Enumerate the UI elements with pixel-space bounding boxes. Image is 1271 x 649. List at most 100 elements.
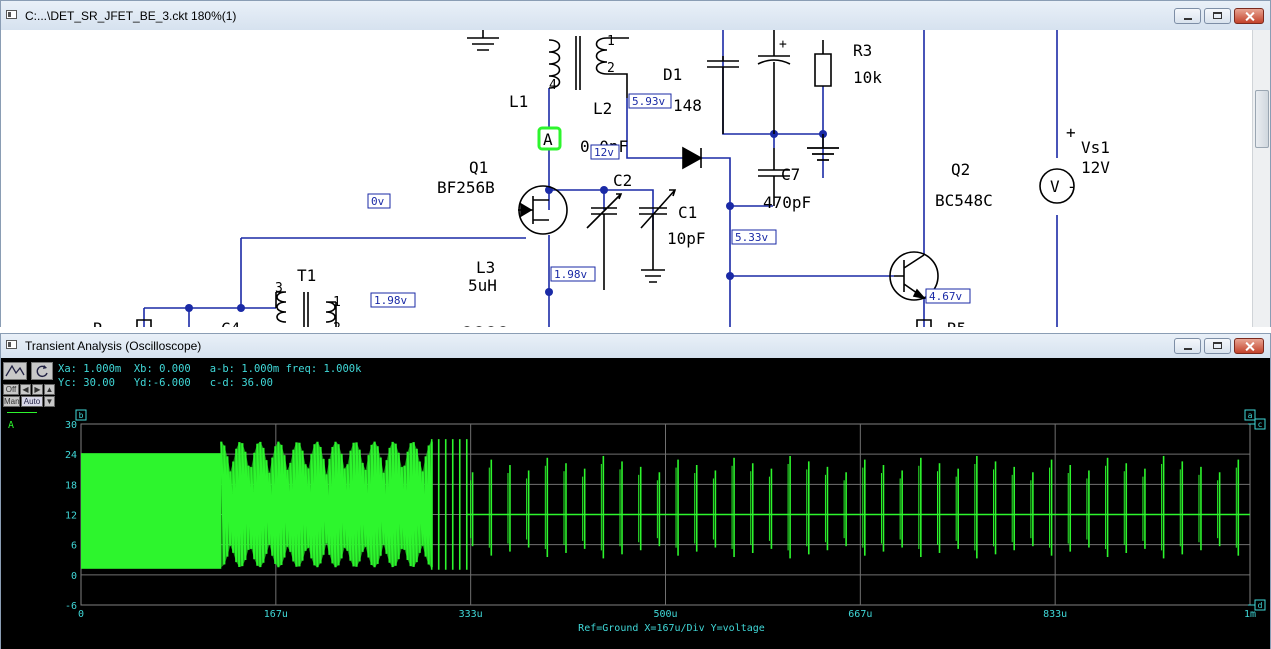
voltage-label: 12v bbox=[590, 144, 620, 160]
y-tick-label: 12 bbox=[65, 511, 77, 522]
x-tick-label: 1m bbox=[1244, 609, 1256, 620]
label-r3: R3 bbox=[853, 41, 872, 60]
label-vs1-minus: - bbox=[1067, 177, 1077, 196]
y-tick-label: 18 bbox=[65, 480, 77, 491]
off-button[interactable]: Off bbox=[3, 384, 19, 395]
maximize-button[interactable] bbox=[1204, 338, 1231, 354]
label-q2: Q2 bbox=[951, 160, 970, 179]
arrow-left-icon: ◀ bbox=[22, 385, 29, 394]
label-q1: Q1 bbox=[469, 158, 488, 177]
vertical-scrollbar[interactable] bbox=[1252, 30, 1270, 327]
cursor-c-marker-label: c bbox=[1258, 420, 1263, 429]
voltage-label: 4.67v bbox=[925, 288, 971, 304]
x-tick-label: 333u bbox=[459, 609, 483, 620]
window-system-icon[interactable] bbox=[6, 340, 17, 349]
svg-text:0v: 0v bbox=[371, 195, 385, 208]
trace-legend-label: A bbox=[8, 420, 15, 431]
label-vs1-value: 12V bbox=[1081, 158, 1110, 177]
label-pin3: 3 bbox=[275, 281, 283, 296]
label-pin1a: 1 bbox=[607, 34, 615, 49]
x-tick-label: 833u bbox=[1043, 609, 1067, 620]
scrollbar-thumb[interactable] bbox=[1255, 90, 1269, 148]
label-c7: C7 bbox=[781, 165, 800, 184]
close-button[interactable] bbox=[1234, 8, 1264, 24]
auto-button[interactable]: Auto bbox=[21, 396, 43, 407]
auto-dropdown-button[interactable]: ▼ bbox=[44, 396, 55, 407]
waveform-icon bbox=[5, 364, 25, 377]
minimize-button[interactable] bbox=[1174, 8, 1201, 24]
x-tick-label: 167u bbox=[264, 609, 288, 620]
label-vs1-plus: + bbox=[1066, 123, 1076, 142]
voltage-label: 5.93v bbox=[628, 93, 672, 109]
svg-text:1.98v: 1.98v bbox=[554, 268, 587, 281]
oscilloscope-title: Transient Analysis (Oscilloscope) bbox=[25, 339, 202, 353]
cursor-a-marker[interactable] bbox=[1244, 409, 1256, 421]
circuit-diagram[interactable]: A L1 4 1 2 L2 D1 148 + R3 10k Q1 BF256B … bbox=[1, 30, 1253, 327]
arrow-up-icon: ▲ bbox=[45, 385, 54, 394]
schematic-titlebar[interactable]: C:...\DET_SR_JFET_BE_3.ckt 180%(1) bbox=[1, 1, 1270, 30]
maximize-button[interactable] bbox=[1204, 8, 1231, 24]
cursor-readout-line1: Xa: 1.000m Xb: 0.000 a-b: 1.000m freq: 1… bbox=[58, 363, 362, 375]
cursor-a-marker-label: a bbox=[1248, 411, 1253, 420]
label-l3: L3 bbox=[476, 258, 495, 277]
label-l1: L1 bbox=[509, 92, 528, 111]
schematic-title: C:...\DET_SR_JFET_BE_3.ckt 180%(1) bbox=[25, 9, 237, 23]
step-right-button[interactable]: ▶ bbox=[32, 384, 43, 395]
svg-text:5.33v: 5.33v bbox=[735, 231, 768, 244]
label-c7-value: 470pF bbox=[763, 193, 811, 212]
ground-symbols bbox=[807, 134, 839, 161]
label-c4: C4 bbox=[221, 319, 240, 327]
x-tick-label: 667u bbox=[848, 609, 872, 620]
step-left-button[interactable]: ◀ bbox=[20, 384, 31, 395]
label-q1-part: BF256B bbox=[437, 178, 495, 197]
y-tick-label: 6 bbox=[71, 541, 77, 552]
y-tick-label: -6 bbox=[65, 601, 77, 612]
oscilloscope-titlebar[interactable]: Transient Analysis (Oscilloscope) bbox=[1, 334, 1270, 358]
cursor-b-marker-label: b bbox=[79, 411, 84, 420]
label-c2: C2 bbox=[613, 171, 632, 190]
arrow-right-icon: ▶ bbox=[34, 385, 41, 394]
y-tick-label: 30 bbox=[65, 420, 77, 431]
oscilloscope-window[interactable]: Transient Analysis (Oscilloscope) Off ◀ … bbox=[0, 333, 1271, 649]
trace-legend-line bbox=[7, 412, 37, 413]
manual-button[interactable]: Man bbox=[3, 396, 20, 407]
svg-text:12v: 12v bbox=[594, 146, 614, 159]
close-button[interactable] bbox=[1234, 338, 1264, 354]
step-up-button[interactable]: ▲ bbox=[44, 384, 55, 395]
label-pin2a: 2 bbox=[607, 61, 615, 76]
minimize-button[interactable] bbox=[1174, 338, 1201, 354]
label-l2: L2 bbox=[593, 99, 612, 118]
trace-modulated-band bbox=[221, 441, 432, 568]
label-pin2b: 2 bbox=[333, 321, 341, 327]
refresh-button[interactable] bbox=[31, 362, 53, 380]
label-d1: D1 bbox=[663, 65, 682, 84]
y-tick-label: 24 bbox=[65, 450, 77, 461]
component-labels: L1 4 1 2 L2 D1 148 + R3 10k Q1 BF256B 0.… bbox=[93, 34, 1110, 327]
probe-label: A bbox=[543, 130, 553, 149]
schematic-window[interactable]: C:...\DET_SR_JFET_BE_3.ckt 180%(1) bbox=[0, 0, 1271, 327]
node-voltage-labels: 5.93v 12v 0v 1.98v 1.98v 5.33v 4.67v bbox=[367, 93, 971, 308]
scope-display[interactable]: Off ◀ ▶ ▲ Man Auto ▼ Xa: 1.000m Xb: 0.00… bbox=[1, 358, 1270, 649]
cursor-readout-line2: Yc: 30.00 Yd:-6.000 c-d: 36.00 bbox=[58, 377, 273, 389]
label-r5: R5 bbox=[947, 319, 966, 327]
window-system-icon[interactable] bbox=[6, 10, 17, 19]
label-q2-part: BC548C bbox=[935, 191, 993, 210]
label-r3-value: 10k bbox=[853, 68, 882, 87]
cursor-d-marker-label: d bbox=[1258, 601, 1263, 610]
label-cap-plus: + bbox=[779, 37, 787, 52]
refresh-icon bbox=[36, 365, 48, 378]
y-tick-label: 0 bbox=[71, 571, 77, 582]
label-c1-value: 10pF bbox=[667, 229, 706, 248]
voltmeter-label: V bbox=[1050, 177, 1060, 196]
probe-a[interactable]: A bbox=[537, 126, 562, 151]
svg-text:5.93v: 5.93v bbox=[632, 95, 665, 108]
cursor-b-marker[interactable] bbox=[75, 409, 87, 421]
wires bbox=[143, 30, 1058, 327]
scope-tool-button[interactable] bbox=[3, 362, 27, 380]
trace-dense-block bbox=[81, 453, 222, 569]
label-c1: C1 bbox=[678, 203, 697, 222]
schematic-canvas[interactable]: A L1 4 1 2 L2 D1 148 + R3 10k Q1 BF256B … bbox=[1, 30, 1253, 327]
voltage-label: 1.98v bbox=[550, 266, 596, 282]
label-pin1b: 1 bbox=[333, 295, 341, 310]
